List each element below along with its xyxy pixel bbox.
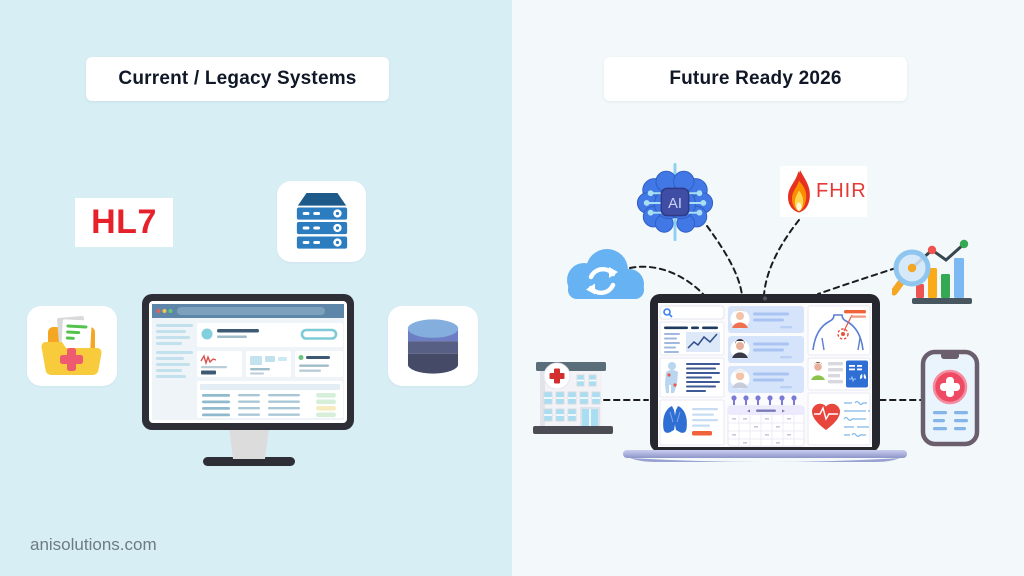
- window-close-dot: [156, 309, 161, 313]
- medical-folder-card: [27, 306, 117, 386]
- future-title: Future Ready 2026: [604, 57, 907, 101]
- calendar-card: [727, 395, 805, 447]
- patient-id-card: [807, 357, 871, 391]
- body-scan-card: [807, 305, 871, 356]
- patient-header-card: [197, 323, 343, 347]
- status-card: [295, 351, 343, 377]
- cloud-sync-icon: [554, 246, 650, 304]
- heart-ecg-card: [807, 392, 871, 446]
- vitals-card: [197, 351, 242, 377]
- ai-brain-icon: AI: [634, 161, 716, 243]
- patient-card-3: [728, 366, 804, 393]
- hl7-logo: HL7: [75, 198, 173, 247]
- hospital-building-icon: [531, 356, 615, 436]
- mobile-health-app-icon: [920, 349, 980, 447]
- database-card: [388, 306, 478, 386]
- legacy-title: Current / Legacy Systems: [86, 57, 389, 101]
- dashboard-search-bar: [659, 305, 725, 320]
- address-bar: [177, 307, 325, 315]
- health-dashboard-laptop: [620, 288, 910, 466]
- window-min-dot: [162, 309, 167, 313]
- analytics-magnifier-icon: [892, 238, 974, 308]
- sidebar-menu-lines: [156, 324, 193, 378]
- fhir-flame-logo: FHIR: [780, 166, 867, 217]
- patient-card-1: [728, 306, 804, 333]
- patient-body-card: [659, 357, 725, 398]
- fhir-flame-icon: [788, 169, 810, 213]
- meds-card: [246, 351, 291, 377]
- monitor-base: [203, 457, 295, 466]
- patient-card-2: [728, 336, 804, 363]
- window-max-dot: [168, 309, 173, 313]
- database-icon: [407, 319, 459, 374]
- server-rack-card: [277, 181, 366, 262]
- website-footer: anisolutions.com: [30, 535, 157, 554]
- ai-chip-label: AI: [668, 196, 682, 212]
- hl7-label: HL7: [91, 203, 157, 241]
- search-icon: [663, 308, 671, 316]
- phone-notch: [941, 352, 959, 359]
- webcam-icon: [763, 296, 767, 301]
- ai-chip: [660, 187, 690, 217]
- records-table: [197, 381, 343, 418]
- xray-panel: [846, 360, 868, 388]
- server-rack-icon: [296, 192, 347, 249]
- medical-records-folder-icon: [41, 315, 102, 376]
- stats-chart-card: [659, 321, 725, 356]
- lungs-report-card: [659, 399, 725, 446]
- fhir-label: FHIR: [816, 180, 867, 202]
- legacy-ehr-monitor: [140, 294, 355, 467]
- laptop-base: [623, 450, 907, 458]
- monitor-stand: [229, 428, 269, 459]
